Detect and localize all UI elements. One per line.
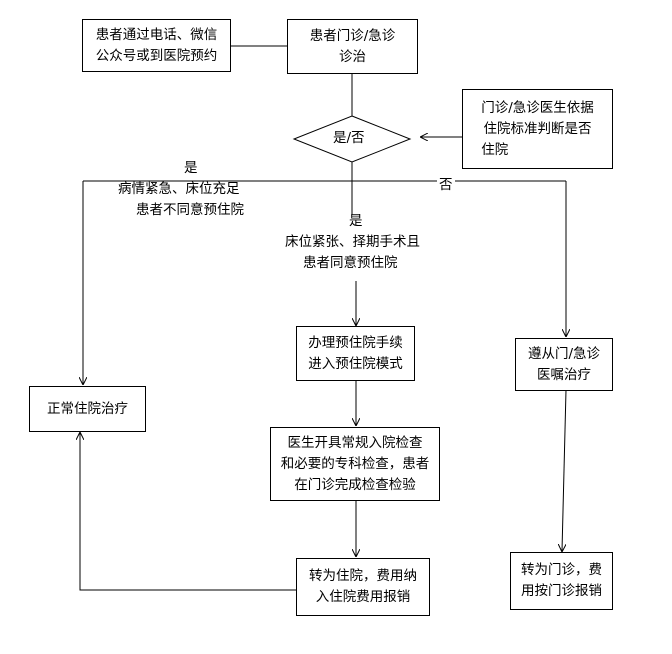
clinic-line-2: 诊治	[339, 48, 366, 65]
clinic-line-1: 患者门诊/急诊	[309, 27, 396, 44]
exams-line-2: 和必要的专科检查，患者	[280, 455, 430, 472]
normal-label: 正常住院治疗	[47, 400, 128, 417]
left-branch-line-1: 是	[184, 160, 198, 176]
exams-line-3: 在门诊完成检查检验	[294, 476, 416, 493]
exams-box: 医生开具常规入院检查和必要的专科检查，患者在门诊完成检查检验	[270, 427, 440, 501]
outpatient-line-1: 遵从门/急诊	[527, 345, 601, 362]
criteria-box: 门诊/急诊医生依据住院标准判断是否住院	[462, 89, 613, 169]
left-branch-line-2: 病情紧急、床位充足	[118, 181, 240, 197]
convert-box: 转为住院，费用纳入住院费用报销	[296, 558, 430, 616]
middle-branch-line-1: 是	[349, 213, 363, 229]
prehosp-box: 办理预住院手续进入预住院模式	[296, 326, 415, 381]
outpatient-box: 遵从门/急诊医嘱治疗	[515, 338, 613, 391]
middle-branch-label: 是 床位紧张、择期手术且 患者同意预住院	[285, 211, 420, 274]
middle-branch-line-2: 床位紧张、择期手术且	[285, 234, 420, 250]
middle-branch-line-3: 患者同意预住院	[303, 255, 398, 271]
criteria-line-3: 住院	[481, 141, 509, 158]
booking-box: 患者通过电话、微信公众号或到医院预约	[82, 19, 231, 72]
criteria-line-1: 门诊/急诊医生依据	[481, 99, 594, 116]
clinic-box: 患者门诊/急诊诊治	[287, 19, 418, 74]
prehosp-line-1: 办理预住院手续	[308, 334, 403, 351]
right-branch-label: 否	[437, 175, 455, 196]
booking-line-2: 公众号或到医院预约	[95, 47, 218, 64]
normal-box: 正常住院治疗	[29, 386, 146, 432]
exams-line-1: 医生开具常规入院检查	[287, 434, 423, 451]
outpatient-pay-box: 转为门诊，费用按门诊报销	[510, 552, 613, 610]
decision-diamond	[292, 115, 412, 163]
booking-line-1: 患者通过电话、微信	[95, 26, 218, 43]
connector-convert-normal	[80, 433, 296, 591]
outpatient-pay-line-1: 转为门诊，费	[521, 562, 602, 578]
convert-line-2: 入住院费用报销	[315, 589, 411, 605]
outpatient-line-2: 医嘱治疗	[537, 366, 591, 383]
prehosp-line-2: 进入预住院模式	[308, 355, 403, 372]
left-branch-line-3: 患者不同意预住院	[136, 202, 244, 218]
criteria-line-2: 住院标准判断是否	[483, 120, 592, 137]
decision-label: 是/否	[333, 130, 365, 146]
connector-outpatient-pay	[562, 389, 567, 551]
outpatient-pay-line-2: 用按门诊报销	[521, 583, 602, 599]
left-branch-label: 是 病情紧急、床位充足 患者不同意预住院	[118, 158, 244, 221]
convert-line-1: 转为住院，费用纳	[309, 568, 417, 584]
